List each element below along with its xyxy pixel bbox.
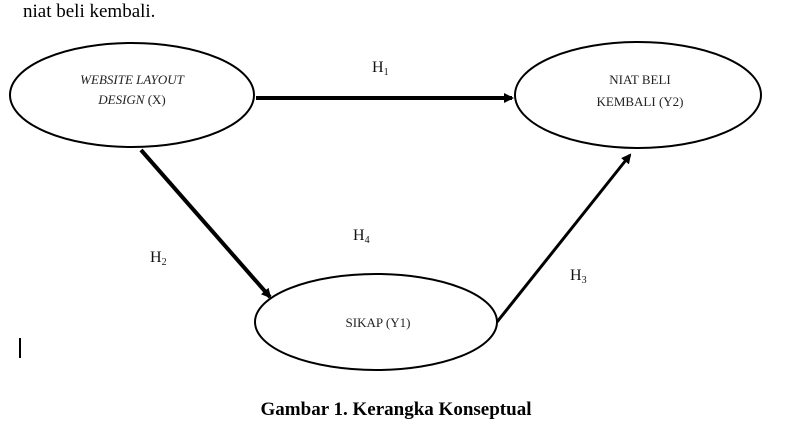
text-cursor bbox=[19, 338, 21, 358]
node-website-layout-design: WEBSITE LAYOUT DESIGN (X) bbox=[9, 42, 255, 148]
hypothesis-label-h3-sub: 3 bbox=[582, 275, 587, 286]
hypothesis-label-h2-base: H bbox=[150, 249, 162, 266]
arrow-h2 bbox=[139, 148, 272, 299]
hypothesis-label-h1-base: H bbox=[372, 59, 384, 76]
node-sikap: SIKAP (Y1) bbox=[254, 273, 498, 371]
hypothesis-label-h3-base: H bbox=[570, 267, 582, 284]
hypothesis-label-h4: H4 bbox=[353, 227, 370, 246]
node-niat-beli-kembali-line1: NIAT BELI bbox=[609, 72, 671, 87]
hypothesis-label-h4-base: H bbox=[353, 227, 365, 244]
arrow-h3 bbox=[495, 153, 632, 323]
node-niat-beli-kembali-ellipse bbox=[514, 41, 762, 149]
hypothesis-label-h3: H3 bbox=[570, 267, 587, 286]
hypothesis-label-h2-sub: 2 bbox=[162, 257, 167, 268]
node-website-layout-design-ellipse bbox=[9, 42, 255, 148]
hypothesis-label-h4-sub: 4 bbox=[365, 235, 370, 246]
hypothesis-label-h1-sub: 1 bbox=[384, 67, 389, 78]
hypothesis-label-h2: H2 bbox=[150, 249, 167, 268]
node-niat-beli-kembali-line2: KEMBALI (Y2) bbox=[596, 94, 683, 109]
node-sikap-line1: SIKAP (Y1) bbox=[346, 315, 411, 330]
node-website-layout-design-line2: DESIGN (X) bbox=[97, 92, 166, 107]
intro-text: niat beli kembali. bbox=[23, 1, 156, 22]
hypothesis-label-h1: H1 bbox=[372, 59, 389, 78]
node-website-layout-design-line2-rest: (X) bbox=[144, 92, 165, 107]
node-niat-beli-kembali: NIAT BELI KEMBALI (Y2) bbox=[514, 41, 762, 149]
node-sikap-ellipse bbox=[254, 273, 498, 371]
node-website-layout-design-line1: WEBSITE LAYOUT bbox=[80, 72, 184, 87]
node-website-layout-design-line2-italic: DESIGN bbox=[97, 92, 146, 107]
figure-caption: Gambar 1. Kerangka Konseptual bbox=[260, 399, 532, 420]
